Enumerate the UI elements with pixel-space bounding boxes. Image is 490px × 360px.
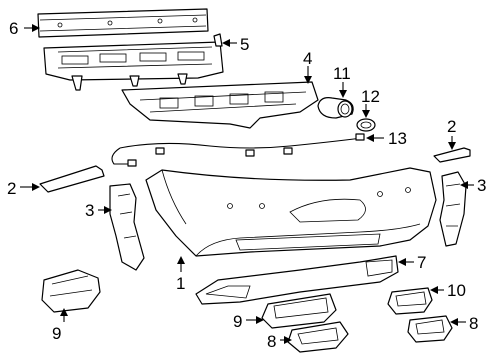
callout-4: 4 xyxy=(303,49,312,68)
part-sensor-ring xyxy=(356,118,376,132)
part-bumper-fascia xyxy=(145,167,437,257)
callout-10: 9 xyxy=(52,324,61,343)
callout-3-right: 3 xyxy=(477,176,486,195)
part-support-bracket xyxy=(121,81,319,129)
leader-lines xyxy=(20,24,474,344)
callout-8-left: 8 xyxy=(267,332,276,351)
part-side-bracket-right xyxy=(433,147,471,163)
callout-9-right: 10 xyxy=(447,281,466,300)
part-side-retainer-right xyxy=(439,171,467,247)
callout-2-right: 2 xyxy=(447,117,456,136)
callout-2-left: 2 xyxy=(7,179,16,198)
part-lower-valance xyxy=(195,255,399,305)
callout-labels: 6 5 4 11 12 13 2 2 3 3 1 7 9 10 8 8 9 xyxy=(7,19,486,351)
callout-1: 1 xyxy=(176,274,185,293)
callout-9-left: 9 xyxy=(233,312,242,331)
part-splash-shield xyxy=(41,269,101,313)
part-side-retainer-left xyxy=(109,183,145,271)
part-exhaust-bezel-left xyxy=(287,321,349,353)
callout-5: 5 xyxy=(240,35,249,54)
part-exhaust-tip-left xyxy=(261,293,337,329)
part-park-sensor xyxy=(317,97,354,119)
callout-13: 13 xyxy=(388,129,407,148)
part-wiring-harness xyxy=(111,133,365,167)
callout-12: 12 xyxy=(361,87,380,106)
callout-3-left: 3 xyxy=(85,201,94,220)
part-exhaust-bezel-right xyxy=(407,315,453,343)
callout-6: 6 xyxy=(9,19,18,38)
callout-7: 7 xyxy=(417,253,426,272)
part-energy-absorber xyxy=(43,33,224,91)
callout-8-right: 8 xyxy=(469,314,478,333)
part-side-bracket-left xyxy=(39,165,105,193)
part-exhaust-tip-right xyxy=(387,287,433,315)
part-impact-bar xyxy=(37,8,209,38)
callout-11: 11 xyxy=(333,64,351,83)
